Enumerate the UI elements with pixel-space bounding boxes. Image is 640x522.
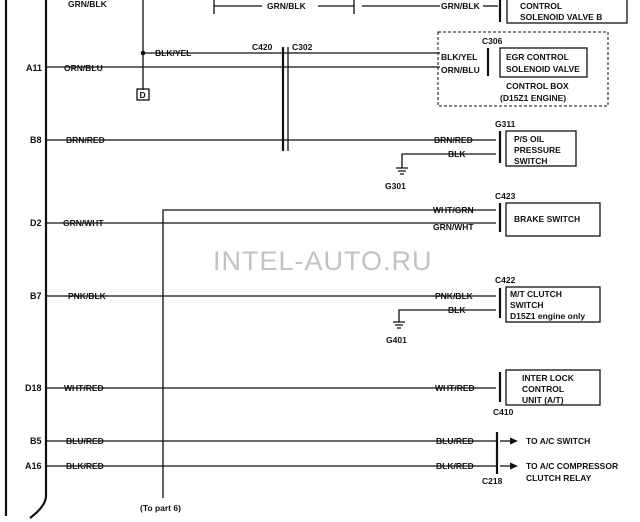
wire-brake-wht-grn <box>162 209 496 498</box>
interlock-line2: CONTROL <box>522 384 564 394</box>
egr-left-label-1: BLK/YEL <box>441 52 477 62</box>
interlock-line1: INTER LOCK <box>522 373 575 383</box>
pin-d18: D18 <box>25 383 42 393</box>
wire-label-top-a: GRN/BLK <box>68 0 108 9</box>
ps-line3: SWITCH <box>514 156 548 166</box>
conn-c423: C423 <box>495 191 516 201</box>
wire-label-b5: BLU/RED <box>66 436 104 446</box>
brake-left-label-2: GRN/WHT <box>433 222 474 232</box>
wire-label-a11-branch: BLK/YEL <box>155 48 191 58</box>
egr-line2: SOLENOID VALVE <box>506 64 580 74</box>
ecu-edge <box>4 0 48 519</box>
component-ps-switch <box>505 130 577 167</box>
interlock-line3: UNIT (A/T) <box>522 395 564 405</box>
component-solenoid-b <box>506 0 628 24</box>
wire-label-d2: GRN/WHT <box>63 218 104 228</box>
conn-c306: C306 <box>482 36 503 46</box>
arrow-right-icon <box>510 462 518 470</box>
ac-line1: TO A/C SWITCH <box>526 436 590 446</box>
pin-a16: A16 <box>25 461 42 471</box>
conn-c420: C420 <box>252 42 273 52</box>
arrow-right-icon <box>510 437 518 445</box>
wire-clutch-ground <box>398 309 496 322</box>
ground-g401-icon <box>393 321 405 329</box>
egr-box-line1: CONTROL BOX <box>506 81 569 91</box>
component-interlock-unit <box>505 369 601 406</box>
ac-left-label-1: BLU/RED <box>436 436 474 446</box>
wire-label-a16: BLK/RED <box>66 461 104 471</box>
solenoid-b-line1: CONTROL <box>520 1 562 11</box>
brake-left-label-1: WHT/GRN <box>433 205 474 215</box>
ps-line2: PRESSURE <box>514 145 561 155</box>
wire-label-d18: WHT/RED <box>64 383 104 393</box>
ac-left-label-2: BLK/RED <box>436 461 474 471</box>
ground-g301-icon <box>396 167 408 175</box>
component-clutch-switch <box>505 286 601 323</box>
conn-g401: G401 <box>386 335 407 345</box>
wire-label-top-b: GRN/BLK <box>267 1 307 11</box>
wire-label-b8: BRN/RED <box>66 135 105 145</box>
component-egr-valve <box>499 47 588 78</box>
pin-b7: B7 <box>30 291 42 301</box>
clutch-line2: SWITCH <box>510 300 544 310</box>
egr-box-line2: (D15Z1 ENGINE) <box>500 93 566 103</box>
wire-label-b7: PNK/BLK <box>68 291 107 301</box>
ref-d: D <box>140 90 146 100</box>
conn-c218: C218 <box>482 476 503 486</box>
pin-b5: B5 <box>30 436 42 446</box>
wire-ps-ground <box>401 153 496 168</box>
interlock-left-label-1: WHT/RED <box>435 383 475 393</box>
solenoid-b-line2: SOLENOID VALVE B <box>520 12 602 22</box>
component-brake-switch <box>505 202 601 237</box>
ps-left-label-1: BRN/RED <box>434 135 473 145</box>
brake-line1: BRAKE SWITCH <box>514 214 580 224</box>
pin-b8: B8 <box>30 135 42 145</box>
egr-line1: EGR CONTROL <box>506 52 569 62</box>
conn-g301: G301 <box>385 181 406 191</box>
ps-line1: P/S OIL <box>514 134 544 144</box>
pin-d2: D2 <box>30 218 42 228</box>
ac-line3: CLUTCH RELAY <box>526 473 592 483</box>
conn-c302: C302 <box>292 42 313 52</box>
egr-control-box <box>437 31 609 107</box>
clutch-line3: D15Z1 engine only <box>510 311 585 321</box>
clutch-line1: M/T CLUTCH <box>510 289 562 299</box>
conn-c422: C422 <box>495 275 516 285</box>
conn-g311: G311 <box>495 119 516 129</box>
clutch-left-label-1: PNK/BLK <box>435 291 474 301</box>
conn-c410: C410 <box>493 407 514 417</box>
wire-label-a11: ORN/BLU <box>64 63 103 73</box>
ac-line2: TO A/C COMPRESSOR <box>526 461 618 471</box>
ref-d-box <box>136 88 150 101</box>
to-part-6: (To part 6) <box>140 503 181 513</box>
egr-left-label-2: ORN/BLU <box>441 65 480 75</box>
watermark: INTEL-AUTO.RU <box>213 246 433 276</box>
pin-a11: A11 <box>26 63 42 73</box>
wire-label-top-c: GRN/BLK <box>441 1 481 11</box>
